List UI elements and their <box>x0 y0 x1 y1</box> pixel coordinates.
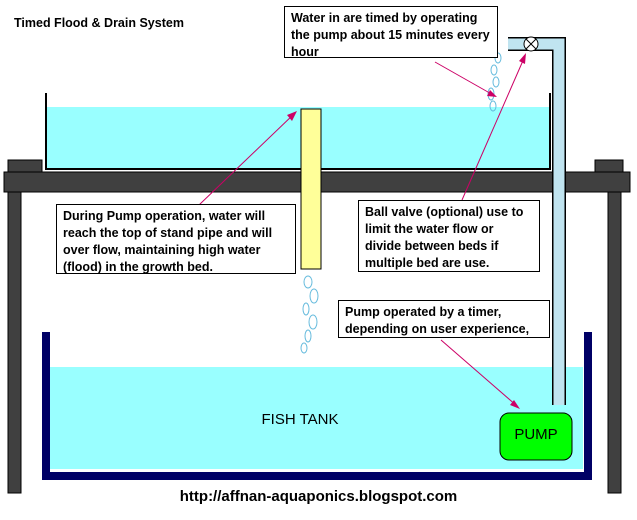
grow-bed-water <box>46 107 550 169</box>
diagram-title: Timed Flood & Drain System <box>14 16 184 30</box>
arrow-heads <box>287 53 526 409</box>
note-water-in: Water in are timed by operating the pump… <box>284 6 498 59</box>
note-timer: Pump operated by a timer, depending on u… <box>338 300 550 338</box>
pump-label: PUMP <box>514 426 558 443</box>
note-pump-operation: During Pump operation, water will reach … <box>56 204 296 274</box>
pointer-arrows <box>198 55 526 407</box>
stand-cap-left <box>7 159 43 173</box>
fish-tank-water <box>50 367 583 469</box>
overflow-stream <box>300 275 319 354</box>
stand-pipe <box>300 108 322 270</box>
stand-leg-right <box>607 191 622 494</box>
stand-cap-right <box>594 159 624 173</box>
inlet-stream <box>487 52 502 112</box>
fish-tank-wall <box>42 332 592 480</box>
source-url: http://affnan-aquaponics.blogspot.com <box>179 488 458 505</box>
fish-tank-label: FISH TANK <box>261 411 339 428</box>
stand-leg-left <box>7 191 22 494</box>
grow-bed-outline <box>45 93 551 170</box>
pump <box>499 412 573 461</box>
note-ball-valve: Ball valve (optional) use to limit the w… <box>358 200 540 272</box>
